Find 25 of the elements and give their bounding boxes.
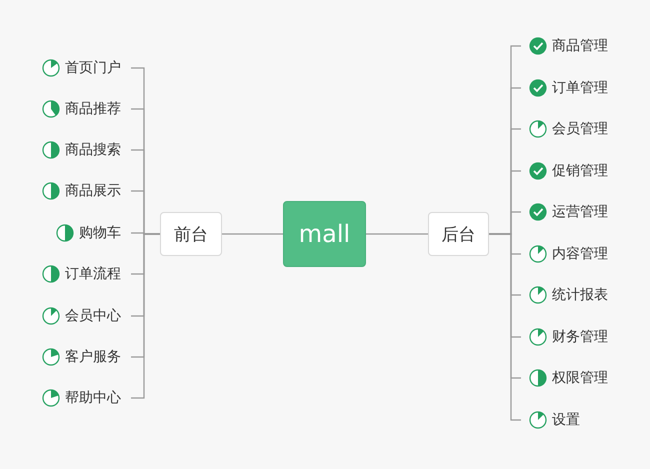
topic-label: 商品推荐 <box>65 100 121 118</box>
topic-label: 订单流程 <box>65 265 121 283</box>
topic-label: 订单管理 <box>552 79 608 97</box>
topic-label: 权限管理 <box>552 369 608 387</box>
connector-line <box>131 233 160 399</box>
root-topic-box: mall <box>283 201 366 267</box>
topic-label: 首页门户 <box>65 59 121 77</box>
connector-line <box>366 233 428 235</box>
topic-label: 内容管理 <box>552 245 608 263</box>
branch-topic-box: 前台 <box>160 212 222 256</box>
topic-label: 设置 <box>552 411 580 429</box>
topic-label: 客户服务 <box>65 348 121 366</box>
topic-label: 商品搜索 <box>65 141 121 159</box>
topic-label: 帮助中心 <box>65 389 121 407</box>
topic-label: 会员中心 <box>65 307 121 325</box>
topic-label: 商品管理 <box>552 37 608 55</box>
topic-label: 财务管理 <box>552 328 608 346</box>
topic-label: 购物车 <box>79 224 121 242</box>
topic-label: 统计报表 <box>552 286 608 304</box>
topic-label: 会员管理 <box>552 120 608 138</box>
branch-topic-box: 后台 <box>428 212 489 256</box>
topic-label: 商品展示 <box>65 182 121 200</box>
topic-label: 运营管理 <box>552 203 608 221</box>
connector-line <box>222 233 283 235</box>
topic-label: 促销管理 <box>552 162 608 180</box>
